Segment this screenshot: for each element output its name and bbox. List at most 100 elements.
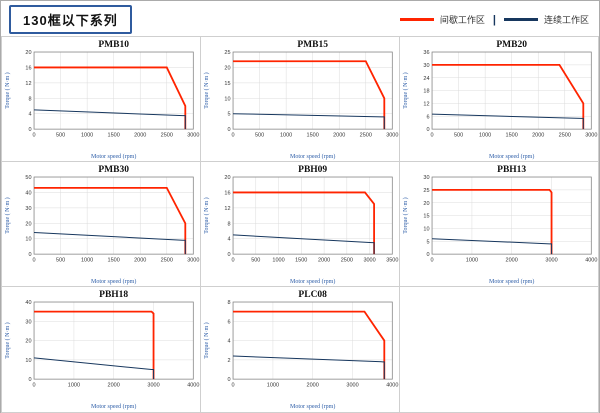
- x-tick-label: 2000: [134, 133, 146, 139]
- intermittent-zone-line: [432, 189, 553, 255]
- x-axis-label: Motor speed (rpm): [91, 278, 136, 285]
- x-tick-label: 500: [56, 258, 65, 264]
- y-tick-label: 10: [25, 358, 31, 364]
- legend-line-intermittent-icon: [399, 18, 434, 22]
- x-tick-label: 3000: [386, 133, 398, 139]
- x-tick-label: 0: [32, 383, 35, 389]
- y-tick-label: 15: [424, 214, 430, 220]
- x-axis-label: Motor speed (rpm): [290, 153, 335, 160]
- plot-area: [33, 51, 194, 130]
- y-tick-label: 10: [424, 227, 430, 233]
- intermittent-zone-line: [232, 191, 375, 255]
- intermittent-zone-line: [232, 60, 386, 130]
- y-tick-label: 40: [25, 300, 31, 306]
- x-tick-label: 3000: [187, 133, 199, 139]
- x-tick-label: 1000: [479, 133, 491, 139]
- chart-title: PLC08: [298, 290, 327, 300]
- y-axis-label: Torque ( N·m ): [4, 197, 11, 233]
- empty-cell: [399, 286, 600, 413]
- page-header: 130框以下系列 间歇工作区 | 连续工作区: [1, 1, 599, 36]
- y-tick-label: 5: [227, 112, 230, 118]
- x-tick-label: 0: [231, 258, 234, 264]
- x-tick-label: 2000: [134, 258, 146, 264]
- chart-title: PMB30: [98, 165, 129, 175]
- y-tick-label: 10: [224, 96, 230, 102]
- y-tick-label: 0: [28, 127, 31, 133]
- y-tick-label: 0: [28, 377, 31, 383]
- intermittent-zone-line: [232, 311, 386, 380]
- x-tick-label: 2000: [318, 258, 330, 264]
- x-tick-label: 1000: [466, 258, 478, 264]
- continuous-zone-line: [232, 234, 375, 255]
- x-tick-label: 3000: [363, 258, 375, 264]
- x-tick-label: 2500: [341, 258, 353, 264]
- x-tick-label: 0: [431, 258, 434, 264]
- y-tick-label: 6: [427, 114, 430, 120]
- y-tick-label: 0: [427, 252, 430, 258]
- y-tick-label: 8: [227, 221, 230, 227]
- y-tick-label: 0: [227, 127, 230, 133]
- continuous-zone-line: [232, 355, 385, 380]
- plot-area: [33, 176, 194, 255]
- legend-separator: |: [492, 13, 496, 26]
- x-axis-label: Motor speed (rpm): [290, 278, 335, 285]
- x-tick-label: 0: [32, 133, 35, 139]
- y-axis-label: Torque ( N·m ): [4, 323, 11, 359]
- y-tick-label: 16: [224, 191, 230, 197]
- x-tick-label: 3000: [187, 258, 199, 264]
- x-tick-label: 4000: [585, 258, 597, 264]
- x-axis-label: Motor speed (rpm): [489, 278, 534, 285]
- legend-label-intermittent: 间歇工作区: [439, 15, 485, 26]
- y-tick-label: 4: [227, 237, 230, 243]
- intermittent-zone-line: [33, 311, 154, 380]
- x-tick-label: 2000: [306, 383, 318, 389]
- x-tick-label: 3500: [386, 258, 398, 264]
- x-axis-label: Motor speed (rpm): [91, 403, 136, 410]
- y-tick-label: 25: [224, 50, 230, 56]
- y-tick-label: 20: [25, 221, 31, 227]
- y-tick-label: 2: [227, 358, 230, 364]
- y-tick-label: 30: [424, 63, 430, 69]
- x-tick-label: 0: [32, 258, 35, 264]
- plot-area: [431, 176, 592, 255]
- x-tick-label: 1500: [295, 258, 307, 264]
- continuous-zone-line: [232, 113, 385, 130]
- chart-title: PMB15: [297, 40, 328, 50]
- y-tick-label: 8: [227, 300, 230, 306]
- x-tick-label: 2000: [333, 133, 345, 139]
- y-axis-label: Torque ( N·m ): [402, 197, 409, 233]
- y-tick-label: 18: [424, 88, 430, 94]
- x-tick-label: 2500: [559, 133, 571, 139]
- plot-area: [232, 301, 393, 380]
- x-axis-label: Motor speed (rpm): [290, 403, 335, 410]
- page-title: 130框以下系列: [9, 5, 132, 35]
- plot-area: [431, 51, 592, 130]
- continuous-zone-line: [432, 113, 584, 130]
- x-tick-label: 0: [431, 133, 434, 139]
- plot-area: [232, 51, 393, 130]
- x-tick-label: 1500: [306, 133, 318, 139]
- y-tick-label: 20: [224, 175, 230, 181]
- x-axis-label: Motor speed (rpm): [91, 153, 136, 160]
- y-axis-label: Torque ( N·m ): [402, 72, 409, 108]
- y-tick-label: 20: [424, 201, 430, 207]
- y-tick-label: 30: [25, 320, 31, 326]
- y-tick-label: 12: [224, 206, 230, 212]
- chart-title: PMB20: [497, 40, 528, 50]
- x-tick-label: 1000: [81, 258, 93, 264]
- x-tick-label: 2000: [506, 258, 518, 264]
- y-tick-label: 20: [224, 65, 230, 71]
- x-tick-label: 2000: [532, 133, 544, 139]
- legend-label-continuous: 连续工作区: [543, 15, 589, 26]
- plot-area: [33, 301, 194, 380]
- x-tick-label: 500: [454, 133, 463, 139]
